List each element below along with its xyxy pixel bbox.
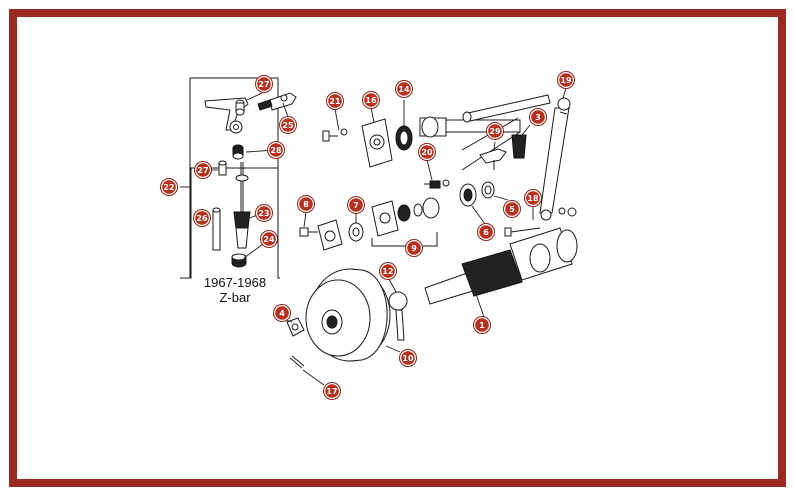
castle-nut [286,317,305,337]
callout-number: 18 [527,194,539,203]
callout-number: 5 [509,205,515,214]
callout-number: 29 [489,127,501,136]
callout-number: 10 [402,354,414,363]
callout-number: 6 [483,228,489,237]
callout-number: 27 [197,166,208,175]
bump-stop [231,253,247,268]
callout-number: 20 [421,148,433,157]
callout-number: 27 [258,80,269,89]
callout-badge-9: 9 [405,239,423,257]
callout-number: 3 [535,113,541,122]
callout-number: 14 [398,85,410,94]
callout-badge-17: 17 [323,382,341,400]
callout-badge-22: 22 [160,178,178,196]
callout-number: 24 [263,235,275,244]
callout-badge-6: 6 [477,223,495,241]
bearing-6 [459,183,477,207]
callout-number: 23 [258,209,269,218]
callout-number: 17 [326,387,337,396]
bushing-top [235,99,245,116]
sleeve [218,160,227,176]
callout-badge-26: 26 [193,209,211,227]
bolt-20 [424,179,450,189]
callout-number: 16 [365,96,377,105]
callout-badge-18: 18 [524,189,542,207]
washer-7 [348,222,364,242]
callout-badge-14: 14 [395,80,413,98]
callout-number: 19 [560,76,572,85]
bump-rubber-3 [511,134,527,159]
callout-badge-16: 16 [362,91,380,109]
callout-badge-7: 7 [347,196,365,214]
callout-badge-21: 21 [326,92,344,110]
callout-badges: 1456789101214161718192021222324252627272… [160,71,575,400]
bolt-8 [299,227,318,237]
callout-badge-27: 27 [255,75,273,93]
callout-number: 4 [279,309,285,318]
callout-number: 22 [163,183,174,192]
callout-number: 9 [411,244,417,253]
callout-number: 28 [270,146,282,155]
callout-badge-12: 12 [379,262,397,280]
callout-number: 12 [382,267,393,276]
callout-number: 21 [329,97,341,106]
callout-badge-3: 3 [529,108,547,126]
spacer-5 [481,181,495,199]
brake-backing-plate [317,219,343,251]
rubber-bushing [232,144,244,160]
inset-caption-years: 1967-1968 [204,275,266,290]
callout-badge-10: 10 [399,349,417,367]
bearing-housing-group [371,197,440,247]
adjuster-12 [388,291,408,341]
callout-badge-29: 29 [486,122,504,140]
brake-drum [305,268,391,362]
callout-badge-20: 20 [418,143,436,161]
callout-badge-23: 23 [255,204,273,222]
callout-badge-1: 1 [473,316,491,334]
callout-badge-8: 8 [297,195,315,213]
callout-badge-19: 19 [557,71,575,89]
callout-badge-24: 24 [260,230,278,248]
oil-seal [395,125,413,151]
torsion-rod [462,94,551,123]
callout-badge-27: 27 [194,161,212,179]
z-bar-inset: 1967-1968 Z-bar [180,77,297,305]
callout-number: 26 [196,214,208,223]
callout-number: 7 [353,201,359,210]
callout-number: 1 [479,321,485,330]
bolt-21 [322,128,348,142]
shock-absorber [539,97,571,221]
spring-shaft [233,162,251,249]
callout-number: 8 [303,200,309,209]
callout-badge-28: 28 [267,141,285,159]
callout-badge-4: 4 [273,304,291,322]
mount-bracket-29 [479,148,507,170]
callout-badge-5: 5 [503,200,521,218]
mount-bracket [257,92,297,111]
bolt-18 [504,207,577,237]
pin [212,207,221,251]
callout-number: 25 [282,121,294,130]
inset-caption-zbar: Z-bar [219,290,251,305]
flange-plate [361,118,393,168]
drive-shaft [424,227,578,305]
cotter-pin [289,355,305,369]
callout-badge-25: 25 [279,116,297,134]
